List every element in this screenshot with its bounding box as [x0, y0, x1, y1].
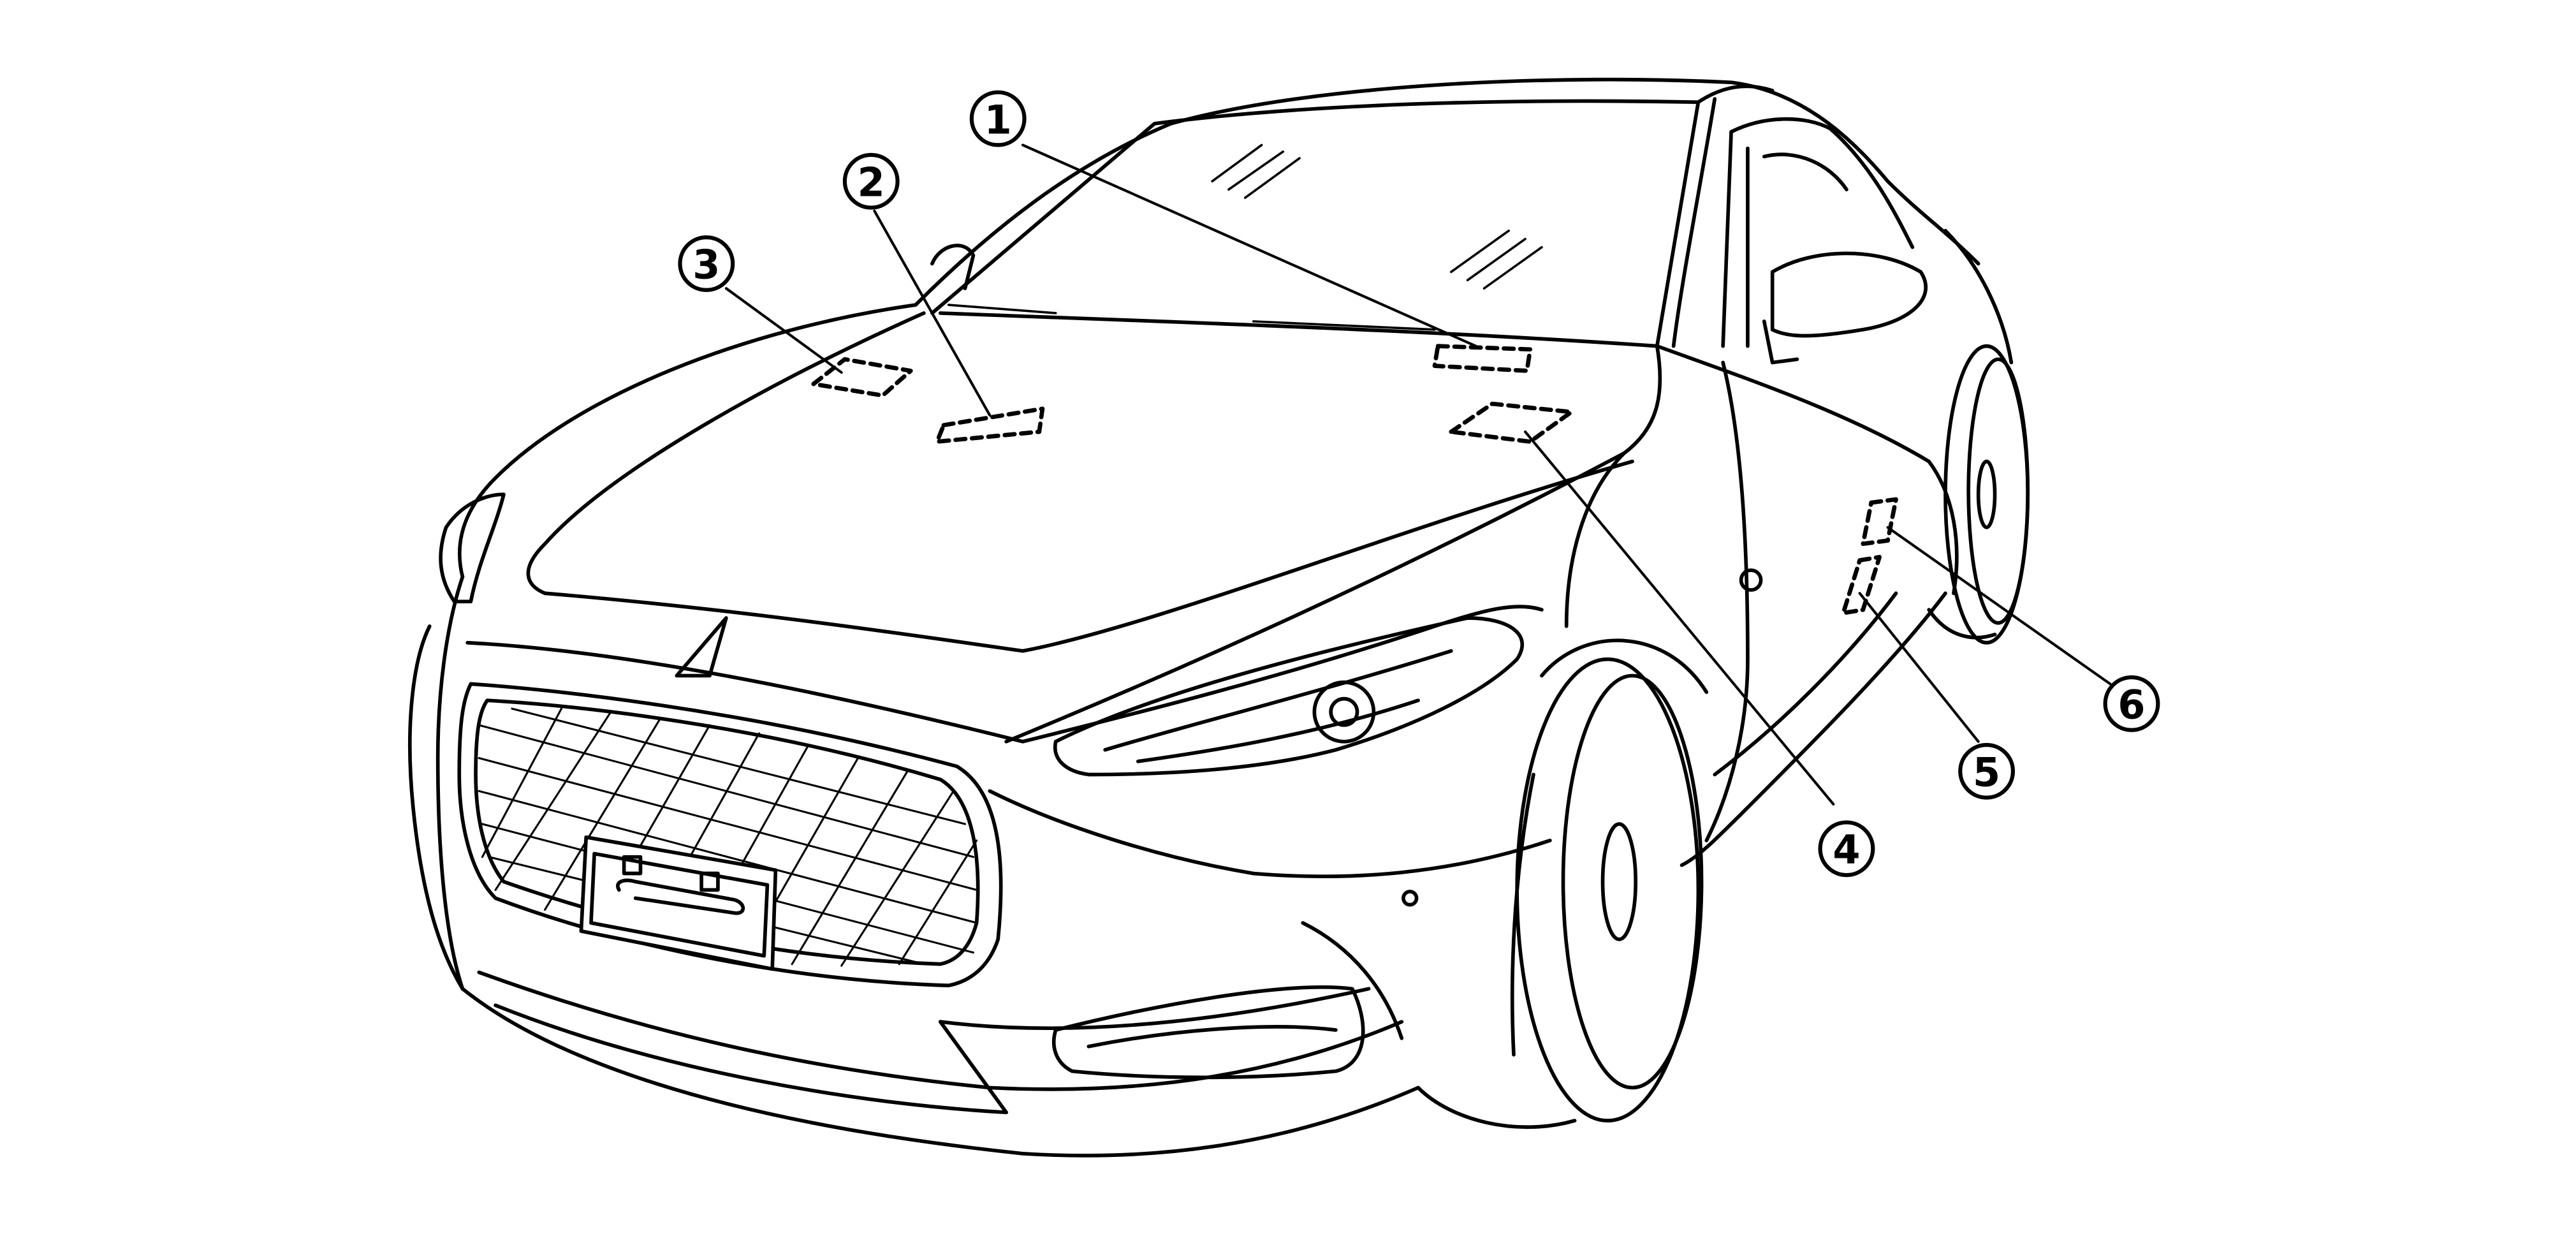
component-marker-1 [1432, 344, 1533, 373]
callout-circle [1818, 820, 1875, 878]
leader-line-1 [1021, 143, 1477, 348]
callout-label: 3 [692, 242, 720, 288]
car-body-outline [407, 77, 2030, 1158]
component-marker-2 [935, 406, 1045, 444]
callout-5: 5 [1958, 742, 2016, 800]
callout-2: 2 [842, 152, 900, 210]
leader-line-4 [1524, 430, 1835, 806]
leader-lines [724, 143, 2112, 806]
callout-circle [842, 152, 900, 210]
callout-label: 5 [1973, 749, 2000, 796]
callout-circle [678, 235, 735, 292]
callout-circle [969, 90, 1027, 147]
leader-line-5 [1858, 592, 1980, 743]
license-plate [579, 835, 778, 971]
callout-6: 6 [2103, 675, 2160, 732]
component-marker-4 [1449, 401, 1574, 444]
component-marker-5 [1841, 555, 1882, 615]
leader-line-3 [724, 287, 843, 374]
callout-4: 4 [1818, 820, 1875, 878]
leader-line-2 [873, 209, 992, 417]
component-markers [811, 344, 1898, 615]
grille-mesh [478, 707, 978, 967]
callout-3: 3 [678, 235, 735, 292]
leader-line-6 [1886, 526, 2112, 686]
callout-circle [2103, 675, 2160, 732]
callout-label: 2 [858, 159, 885, 205]
component-marker-3 [811, 357, 913, 398]
callout-label: 1 [984, 96, 1012, 143]
windshield-glare [947, 143, 1543, 331]
callout-label: 6 [2118, 682, 2145, 728]
component-marker-6 [1861, 497, 1898, 547]
callout-circle [1958, 742, 2016, 800]
callout-label: 4 [1833, 827, 1860, 873]
callout-1: 1 [969, 90, 1027, 147]
